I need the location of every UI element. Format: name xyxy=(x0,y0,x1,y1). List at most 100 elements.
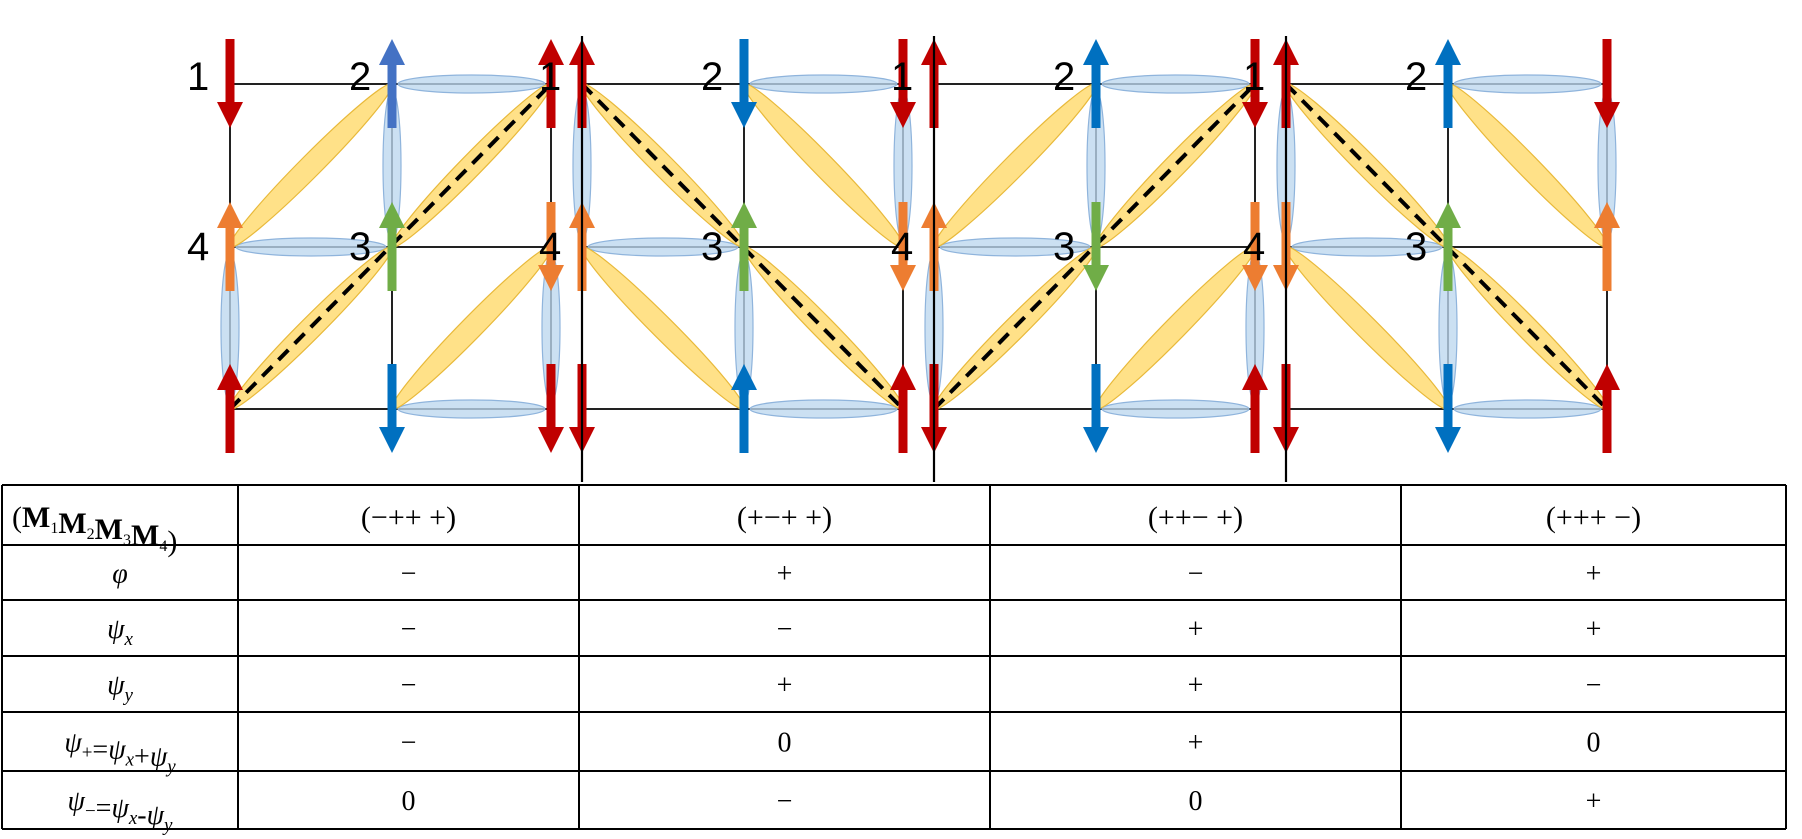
exchange-bond-yellow xyxy=(1447,83,1608,248)
spin-arrow-m2 xyxy=(731,39,757,128)
site-label-1: 1 xyxy=(1243,55,1265,99)
arrow-head xyxy=(731,202,757,228)
spin-arrow-m4 xyxy=(217,202,243,291)
spin-arrow-m2 xyxy=(379,364,405,453)
header-part: ( xyxy=(12,501,22,534)
table-value-cell: + xyxy=(1188,614,1204,645)
exchange-bond-blue xyxy=(235,237,387,257)
header-part: M xyxy=(131,519,159,552)
row-label: φ xyxy=(112,559,128,590)
arrow-head xyxy=(1242,364,1268,390)
spin-arrow-m2 xyxy=(1083,364,1109,453)
config-cell: (−++ +) xyxy=(361,501,456,534)
site-label-2: 2 xyxy=(701,55,723,99)
header-part: M xyxy=(95,513,123,546)
spin-arrow-m3 xyxy=(1435,202,1461,291)
spin-arrow-m2 xyxy=(731,364,757,453)
lattice-panel: 1 2 3 4 xyxy=(891,36,1268,482)
site-label-2: 2 xyxy=(1053,55,1075,99)
arrow-head xyxy=(217,102,243,128)
site-label-2: 2 xyxy=(1405,55,1427,99)
table-value-cell: 0 xyxy=(1587,728,1601,759)
site-label-4: 4 xyxy=(1243,225,1265,269)
exchange-bond-blue xyxy=(1291,237,1443,257)
spin-arrow-m3 xyxy=(379,202,405,291)
table-value-cell: + xyxy=(1586,786,1602,817)
exchange-bond-yellow xyxy=(581,246,745,410)
row-label-part: ψ xyxy=(68,786,86,817)
row-label-part: ψ xyxy=(150,742,168,773)
table-value-cell: + xyxy=(777,670,793,701)
table-value-cell: − xyxy=(777,786,793,817)
header-part: 4 xyxy=(159,538,167,555)
arrow-head xyxy=(538,265,564,291)
spin-arrow-m3 xyxy=(1083,202,1109,291)
arrow-head xyxy=(538,427,564,453)
row-label-part: x xyxy=(125,750,135,771)
table-value-cell: − xyxy=(401,728,417,759)
spin-arrow-m2 xyxy=(1083,39,1109,128)
site-label-1: 1 xyxy=(187,55,209,99)
row-label: ψ+=ψx+ψy xyxy=(64,728,176,778)
site-label-2: 2 xyxy=(349,55,371,99)
spin-arrow-m1 xyxy=(890,364,916,453)
spin-arrow-m1 xyxy=(1242,364,1268,453)
row-label-part: ψ xyxy=(147,800,165,831)
table-value-cell: 0 xyxy=(402,786,416,817)
dashed-diagonal-line xyxy=(580,82,905,411)
table-value-cell: + xyxy=(1586,559,1602,590)
arrow-head xyxy=(890,364,916,390)
row-label-part: y xyxy=(162,815,173,836)
lattice-panel: 1 2 3 4 xyxy=(539,36,916,482)
arrow-head xyxy=(731,102,757,128)
exchange-bond-blue xyxy=(397,74,546,94)
site-label-3: 3 xyxy=(1053,225,1075,269)
table-value-cell: + xyxy=(1586,614,1602,645)
site-label-4: 4 xyxy=(539,225,561,269)
symmetry-table: (M1M2M3M4)(−++ +)(+−+ +)(++− +)(+++ −)φ−… xyxy=(1,484,1787,836)
exchange-bond-blue xyxy=(1453,399,1602,419)
row-label-part: y xyxy=(122,685,133,706)
arrow-head xyxy=(1242,102,1268,128)
table-value-cell: − xyxy=(401,670,417,701)
spin-arrow-m1 xyxy=(1242,39,1268,128)
dashed-diagonal-line xyxy=(932,82,1257,411)
row-label-part: ψ xyxy=(108,735,126,766)
site-label-3: 3 xyxy=(701,225,723,269)
spin-arrow-m1 xyxy=(217,39,243,128)
spin-arrow-m1 xyxy=(890,39,916,128)
site-label-1: 1 xyxy=(891,55,913,99)
arrow-head xyxy=(1435,202,1461,228)
exchange-bond-yellow xyxy=(1285,246,1449,410)
row-label: ψy xyxy=(107,670,133,706)
exchange-bond-blue xyxy=(397,399,546,419)
config-cell: (+++ −) xyxy=(1546,501,1641,534)
header-part: 1 xyxy=(50,520,58,537)
spin-arrow-m4 xyxy=(1242,202,1268,291)
exchange-bond-blue xyxy=(749,399,898,419)
row-label-part: ψ xyxy=(107,670,125,701)
row-label-part: ψ xyxy=(64,728,82,759)
spin-arrow-m3 xyxy=(731,202,757,291)
row-label: ψ−=ψx-ψy xyxy=(68,786,173,836)
table-value-cell: − xyxy=(1188,559,1204,590)
arrow-head xyxy=(217,202,243,228)
config-cell: (++− +) xyxy=(1148,501,1243,534)
row-label-part: ψ xyxy=(107,614,125,645)
header-part: 3 xyxy=(123,532,131,549)
arrow-head xyxy=(217,364,243,390)
table-value-cell: − xyxy=(777,614,793,645)
spin-arrow-m4 xyxy=(890,202,916,291)
site-label-4: 4 xyxy=(187,225,209,269)
exchange-bond-yellow xyxy=(933,83,1097,248)
table-value-cell: 0 xyxy=(1189,786,1203,817)
table-header-label: (M1M2M3M4) xyxy=(12,501,177,558)
row-label-part: + xyxy=(82,743,93,764)
arrow-head xyxy=(379,39,405,65)
arrow-head xyxy=(538,39,564,65)
table-value-cell: − xyxy=(401,559,417,590)
arrow-head xyxy=(379,427,405,453)
